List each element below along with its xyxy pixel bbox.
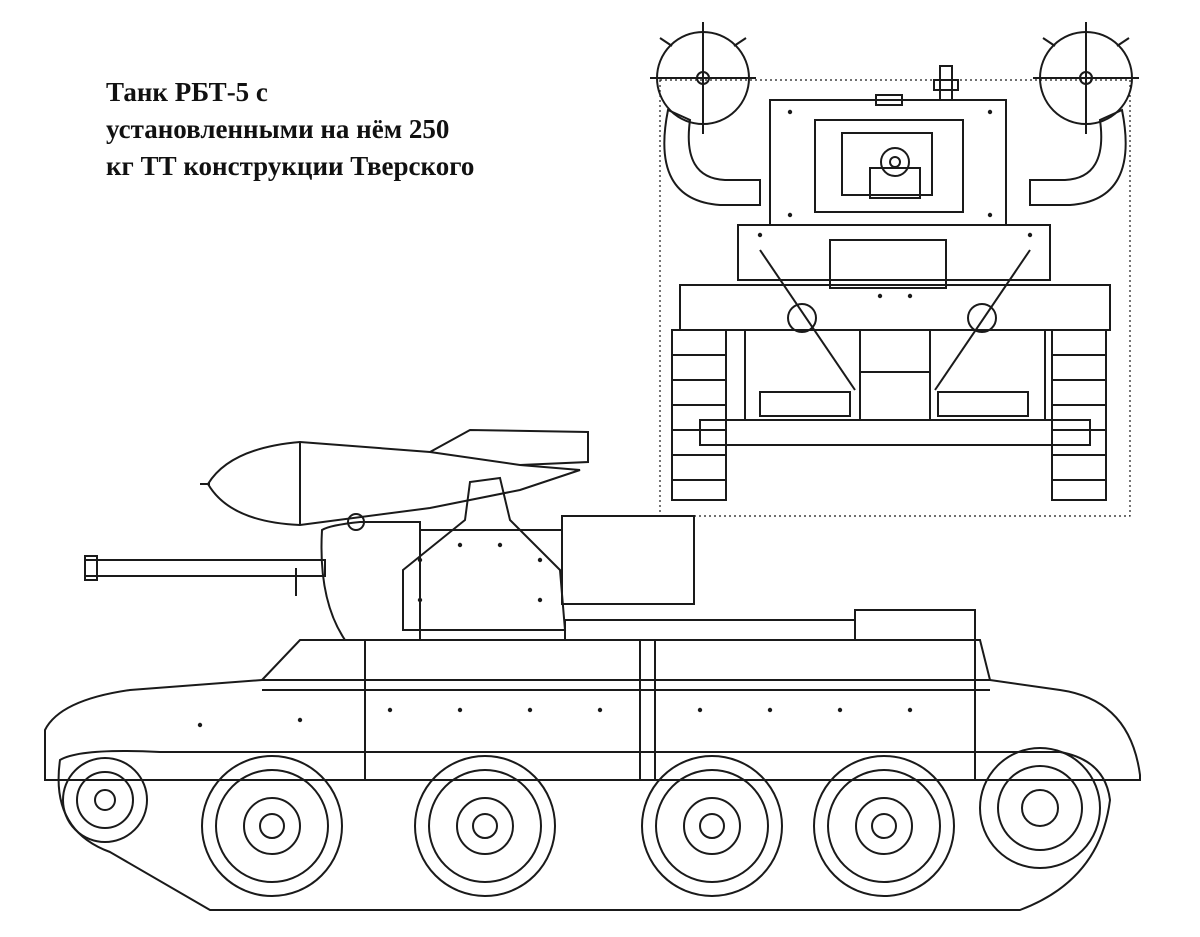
side-hull [44, 609, 1141, 781]
right-carrier-arm [1029, 108, 1127, 206]
side-torpedo [200, 428, 589, 527]
caption-line-2: установленными на нём 250 [106, 114, 450, 144]
left-torpedo-pod [650, 22, 756, 134]
side-turret [320, 476, 695, 641]
front-turret [769, 65, 1007, 226]
rivets [197, 109, 1033, 728]
right-torpedo-pod [1033, 22, 1139, 134]
front-view-frame [659, 79, 1131, 517]
front-hull [679, 224, 1111, 446]
front-left-track [671, 329, 727, 501]
side-road-wheels [62, 747, 1101, 897]
drawing-caption: Танк РБТ-5 с установленными на нём 250 к… [106, 74, 586, 185]
front-view [650, 22, 1139, 517]
front-right-track [1051, 329, 1107, 501]
side-view [44, 428, 1141, 911]
caption-line-1: Танк РБТ-5 с [106, 77, 268, 107]
caption-line-3: кг ТТ конструкции Тверского [106, 151, 475, 181]
side-gun [84, 555, 326, 596]
left-carrier-arm [663, 108, 761, 206]
